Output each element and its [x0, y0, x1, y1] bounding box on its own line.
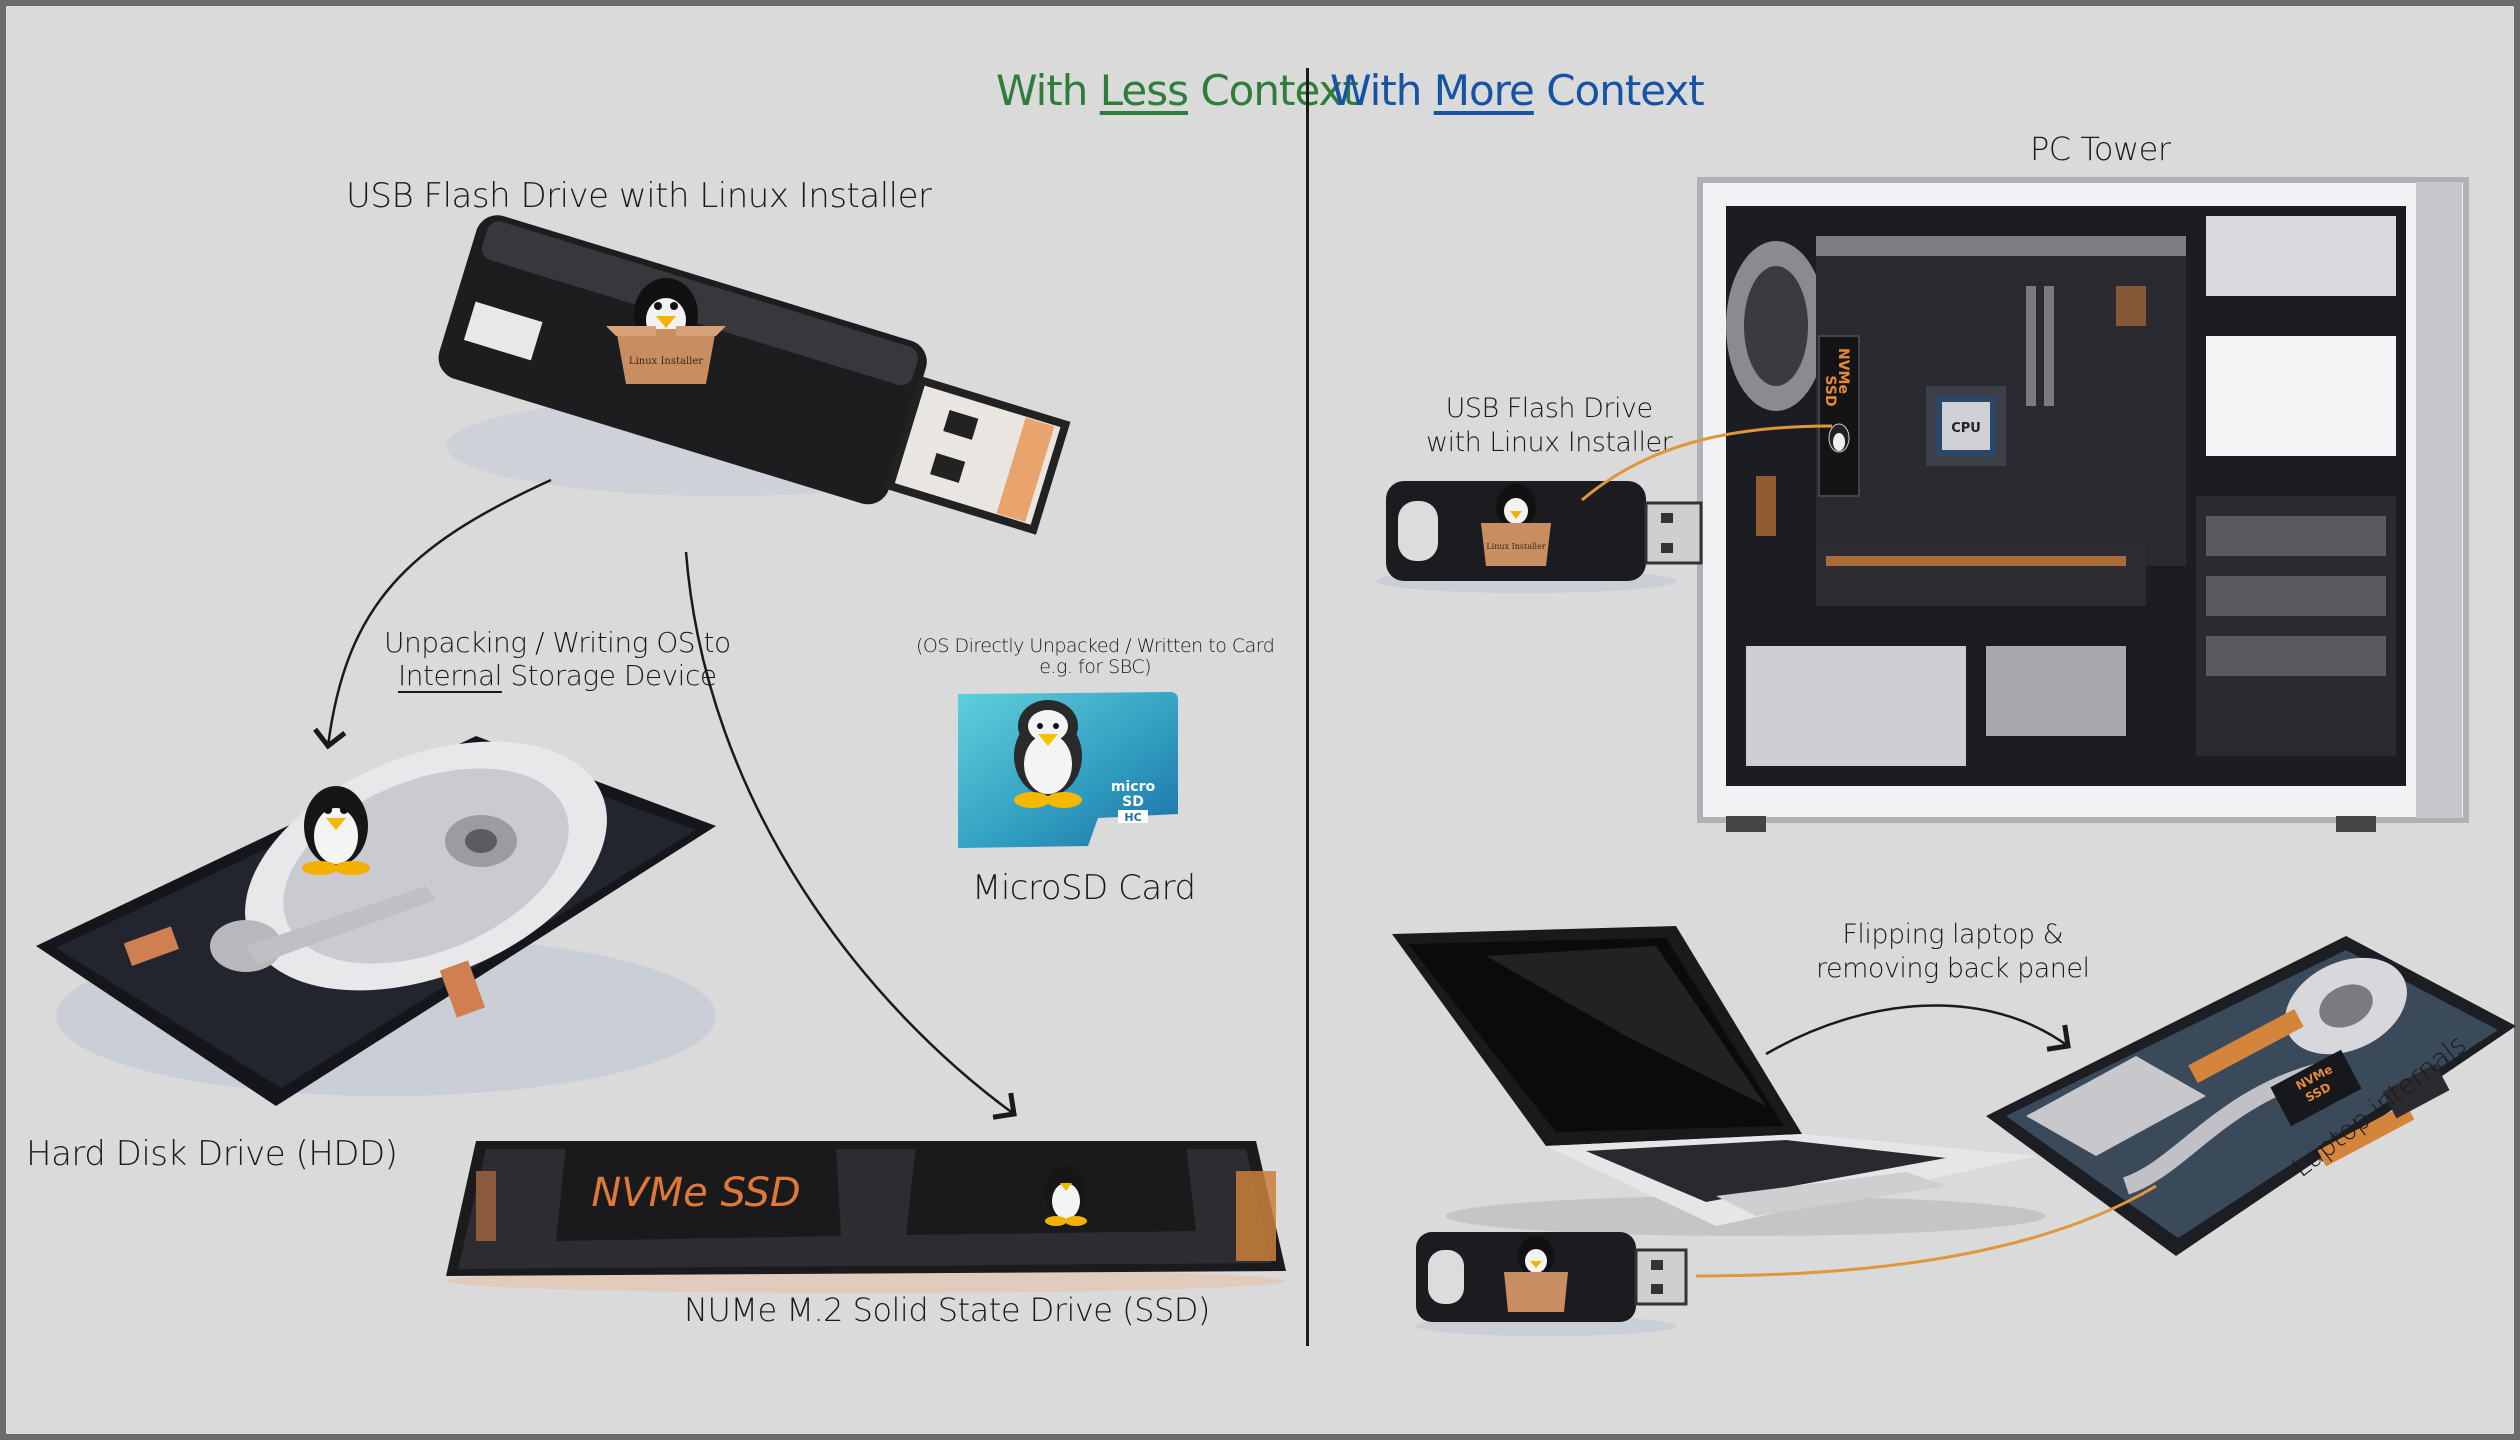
microsd-note-line2: e.g. for SBC) [1039, 656, 1152, 678]
tower-usb-drive-illustration: Linux Installer [1376, 481, 1703, 593]
header-less-prefix: With [996, 66, 1100, 115]
laptop-internals-illustration: NVMe SSD [1986, 936, 2516, 1256]
header-more-prefix: With [1330, 66, 1434, 115]
header-more-context: With More Context [1330, 66, 1705, 115]
tower-ssd-text-2: SSD [1822, 375, 1838, 406]
sd-logo-micro: micro [1111, 779, 1156, 795]
header-less-suffix: Context [1187, 66, 1359, 115]
flip-label-line1: Flipping laptop & [1842, 919, 2064, 950]
microsd-card-label: MicroSD Card [972, 868, 1196, 908]
sd-logo-hc: HC [1124, 811, 1141, 824]
cpu-text: CPU [1951, 421, 1981, 436]
ssd-chip-text: NVMe SSD [591, 1170, 800, 1216]
flip-label-line2: removing back panel [1816, 953, 2090, 984]
header-more-emphasis: More [1433, 66, 1535, 115]
microsd-card-illustration: micro SD HC [958, 692, 1178, 848]
laptop-usb-drive-illustration [1416, 1232, 1688, 1336]
usb-drive-label: USB Flash Drive with Linux Installer [346, 176, 932, 216]
hdd-label: Hard Disk Drive (HDD) [26, 1134, 398, 1174]
nvme-ssd-illustration: NVMe SSD [446, 1141, 1286, 1293]
tower-usb-label-line2: with Linux Installer [1426, 427, 1673, 458]
sd-logo-sd: SD [1122, 794, 1144, 810]
pc-tower-illustration: NVMe SSD CPU [1697, 177, 2469, 832]
ssd-label: NUMe M.2 Solid State Drive (SSD) [684, 1291, 1210, 1329]
unpacking-arrow-label: Unpacking / Writing OS to Internal Stora… [384, 626, 731, 692]
header-less-emphasis: Less [1099, 66, 1189, 115]
unpacking-label-line1: Unpacking / Writing OS to [384, 626, 731, 659]
unpacking-label-emphasis: Internal [398, 659, 502, 692]
unpacking-label-rest: Storage Device [501, 659, 717, 692]
tower-ssd-text-1: NVMe [1835, 348, 1851, 394]
hard-disk-drive-illustration [36, 736, 716, 1106]
flip-laptop-label: Flipping laptop & removing back panel [1816, 918, 2090, 986]
tower-box-label: Linux Installer [1486, 542, 1545, 551]
box-label: Linux Installer [629, 356, 703, 367]
penguin-in-box-icon: Linux Installer [606, 278, 726, 384]
tower-usb-label-line1: USB Flash Drive [1445, 393, 1653, 424]
usb-flash-drive-illustration [438, 215, 1071, 535]
microsd-note: (OS Directly Unpacked / Written to Card … [916, 635, 1275, 678]
header-less-context: With Less Context [996, 66, 1359, 115]
tower-usb-label: USB Flash Drive with Linux Installer [1426, 392, 1673, 460]
pc-tower-label: PC Tower [2030, 130, 2171, 168]
header-more-suffix: Context [1533, 66, 1705, 115]
diagram-canvas: With Less Context With More Context USB … [6, 6, 2516, 1434]
microsd-note-line1: (OS Directly Unpacked / Written to Card [916, 635, 1275, 657]
section-divider [1306, 68, 1309, 1346]
